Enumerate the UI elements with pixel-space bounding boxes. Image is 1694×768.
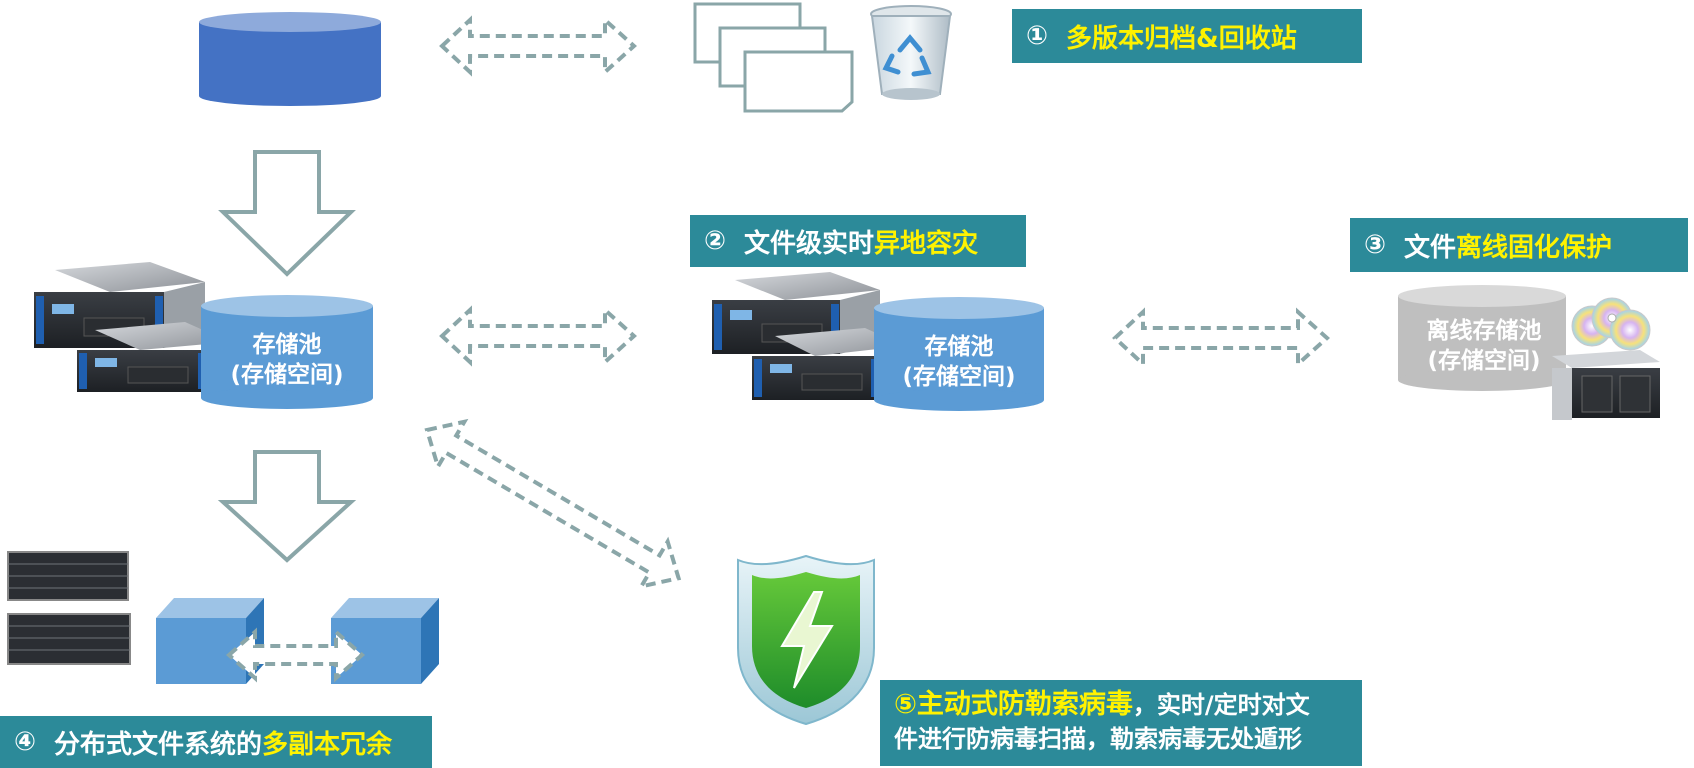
double-arrow-middle-right [1112,307,1330,369]
documents-icon [693,2,854,113]
storage-pool-left [201,295,373,409]
banner-remote-disaster-recovery: ② 文件级实时 异地容灾 [690,215,1026,267]
double-arrow-middle-left [439,305,637,367]
banner-number: ③ [1364,230,1387,260]
double-arrow-top [439,15,637,77]
banner-multi-version-archive: ① 多版本归档&回收站 [1012,9,1362,63]
pool-label-line1: 离线存储池 [1426,318,1542,344]
banner-anti-ransomware: ⑤主动式防勒索病毒，实时/定时对文 件进行防病毒扫描，勒索病毒无处遁形 [880,680,1362,766]
storage-pool-middle [874,297,1044,411]
down-arrow-upper [218,150,356,277]
banner-highlight: ⑤主动式防勒索病毒 [894,689,1133,720]
banner-text: 分布式文件系统的 [54,729,263,760]
shield-icon [737,554,875,726]
pool-label-line1: 存储池 [252,332,322,358]
disk-array-icon [7,551,129,601]
banner-text: 文件 [1404,232,1457,263]
double-arrow-bottom [225,627,366,683]
down-arrow-lower [217,450,357,563]
server-icon [752,328,905,400]
banner-number: ④ [14,727,37,757]
banner-text: 文件级实时 [744,228,875,259]
pool-label-line2: (存储空间) [902,364,1016,390]
pool-label-line1: 存储池 [924,334,994,360]
banner-text-line2: 件进行防病毒扫描，勒索病毒无处遁形 [894,725,1302,753]
pool-label-line2: (存储空间) [1427,348,1541,374]
disk-array-icon [7,613,131,665]
diagonal-arrow [424,418,682,590]
banner-number: ① [1026,21,1049,51]
storage-node-icon [331,598,439,684]
pool-label-left: 存储池 (存储空间) [201,330,373,390]
pool-label-offline: 离线存储池 (存储空间) [1400,316,1568,376]
banner-highlight: 多版本归档&回收站 [1066,23,1297,54]
banner-multi-replica: ④ 分布式文件系统的 多副本冗余 [0,716,432,768]
banner-number: ② [704,226,727,256]
banner-offline-protection: ③ 文件 离线固化保护 [1350,218,1688,272]
banner-highlight: 多副本冗余 [262,729,393,760]
banner-highlight: 离线固化保护 [1456,232,1613,263]
banner-text-line1: ，实时/定时对文 [1132,691,1310,719]
cd-discs-icon [1571,297,1651,351]
database-icon [199,12,381,106]
pool-label-middle: 存储池 (存储空间) [874,332,1044,392]
server-icon [77,322,230,392]
recycle-bin-icon [870,5,952,100]
tape-library-icon [1552,350,1660,420]
pool-label-line2: (存储空间) [230,362,344,388]
offline-pool [1398,285,1566,391]
banner-highlight: 异地容灾 [874,228,979,259]
